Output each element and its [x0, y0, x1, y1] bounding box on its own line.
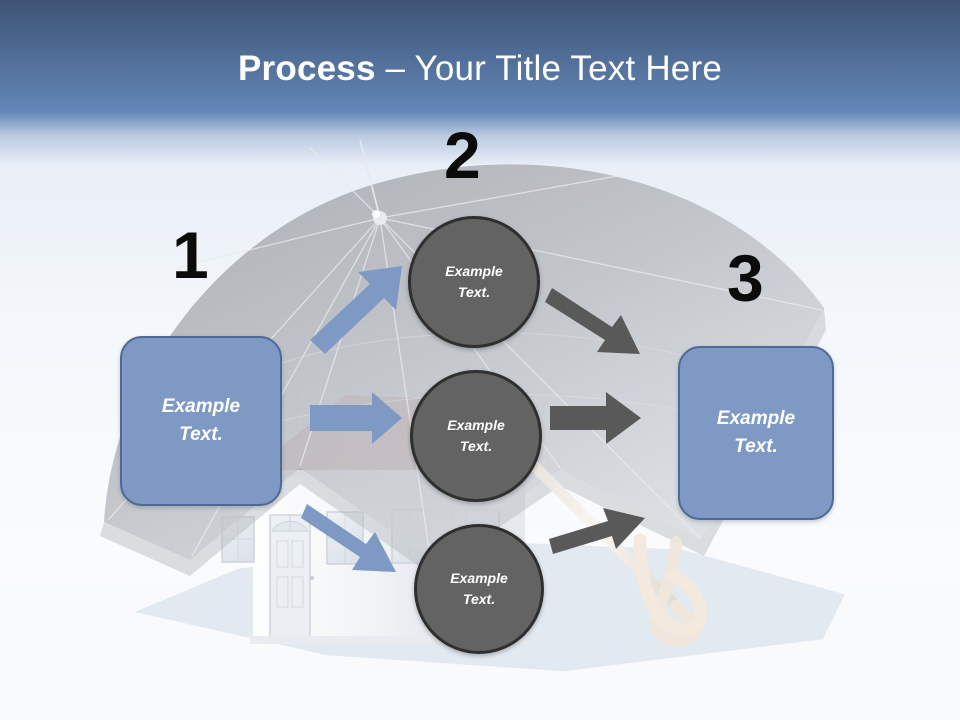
process-circle-3-line2: Text.	[462, 591, 496, 607]
process-circle-2-line2: Text.	[459, 438, 493, 454]
header-fade-band	[0, 112, 960, 164]
header-gradient-band	[0, 0, 960, 112]
process-circle-1-line1: Example	[445, 263, 503, 279]
page-title: Process – Your Title Text Here	[0, 49, 960, 89]
blue-arrow-right	[310, 392, 402, 444]
output-box-right-line2: Text.	[734, 436, 778, 457]
process-circle-1[interactable]: Example Text.	[408, 216, 540, 348]
process-circle-2-line1: Example	[447, 417, 505, 433]
input-box-left-line1: Example	[161, 395, 241, 417]
gray-arrow-up-right	[549, 508, 645, 554]
input-box-left[interactable]: Example Text.	[120, 336, 282, 506]
step-number-2: 2	[444, 118, 481, 192]
page-title-bold: Process	[238, 49, 376, 88]
output-box-right[interactable]: Example Text.	[678, 346, 834, 520]
input-box-left-line2: Text.	[179, 424, 223, 445]
step-number-1: 1	[172, 218, 209, 292]
gray-arrow-right	[550, 392, 641, 444]
process-circle-1-line2: Text.	[457, 284, 491, 300]
page-title-rest: – Your Title Text Here	[375, 49, 722, 88]
process-circle-2[interactable]: Example Text.	[410, 370, 542, 502]
blue-arrow-down-right	[301, 504, 396, 572]
gray-arrow-down-right	[545, 288, 640, 354]
process-circle-3[interactable]: Example Text.	[414, 524, 544, 654]
blue-arrow-up-right	[310, 266, 402, 354]
process-circle-3-line1: Example	[450, 570, 508, 586]
output-box-right-line1: Example	[716, 407, 796, 429]
step-number-3: 3	[727, 241, 764, 315]
